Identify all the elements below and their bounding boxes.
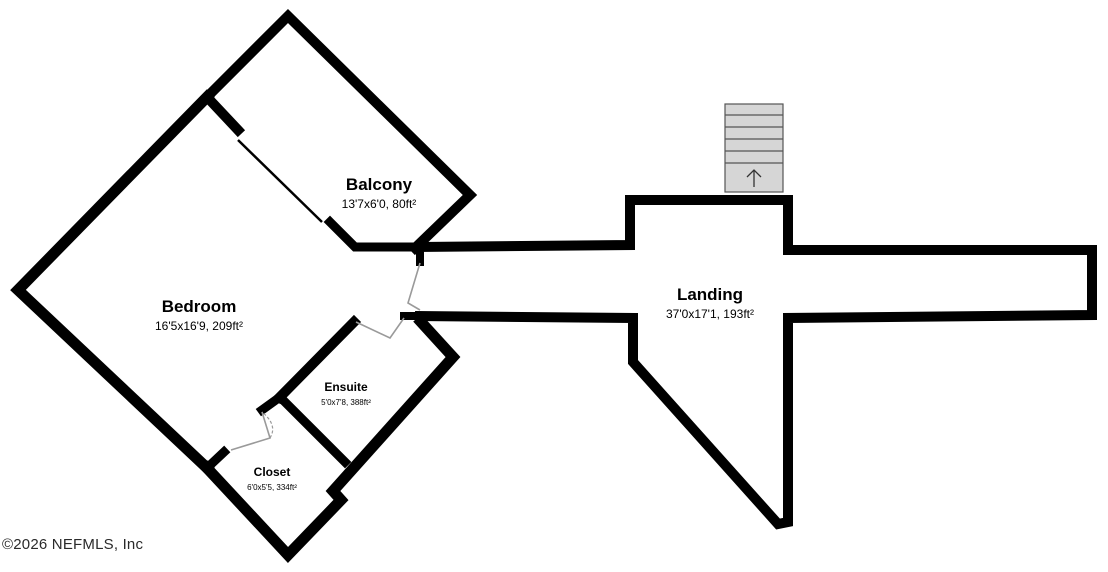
ensuite-dims: 5'0x7'8, 388ft² (321, 398, 371, 407)
bedroom-outer-wall (10, 89, 215, 476)
landing-wall (414, 195, 1097, 530)
bedroom-label: Bedroom (162, 297, 237, 316)
sliding-door (237, 139, 323, 223)
copyright-watermark: ©2026 NEFMLS, Inc (2, 536, 144, 553)
landing-dims: 37'0x17'1, 193ft² (666, 307, 754, 321)
closet-label: Closet (254, 465, 291, 479)
balcony-label: Balcony (346, 175, 413, 194)
landing-label: Landing (677, 285, 743, 304)
bedroom-top-stub (199, 89, 246, 138)
closet-door (230, 411, 271, 451)
balcony-wall (199, 8, 478, 256)
ensuite-left-wall (272, 314, 362, 405)
stairs (724, 103, 784, 193)
bedroom-door (407, 262, 421, 311)
closet-outer-wall (199, 314, 461, 563)
closet-door-swing (261, 411, 274, 439)
balcony-lower-wall (323, 215, 425, 252)
closet-top-wall (255, 390, 287, 417)
bedroom-dims: 16'5x16'9, 209ft² (155, 319, 243, 333)
closet-left-stub (200, 445, 231, 475)
ensuite-closet-divider (273, 390, 352, 469)
closet-dims: 6'0x5'5, 334ft² (247, 483, 297, 492)
balcony-dims: 13'7x6'0, 80ft² (342, 197, 417, 211)
arrow-up-icon (746, 169, 762, 187)
ensuite-label: Ensuite (324, 380, 368, 394)
ensuite-door (355, 317, 405, 340)
